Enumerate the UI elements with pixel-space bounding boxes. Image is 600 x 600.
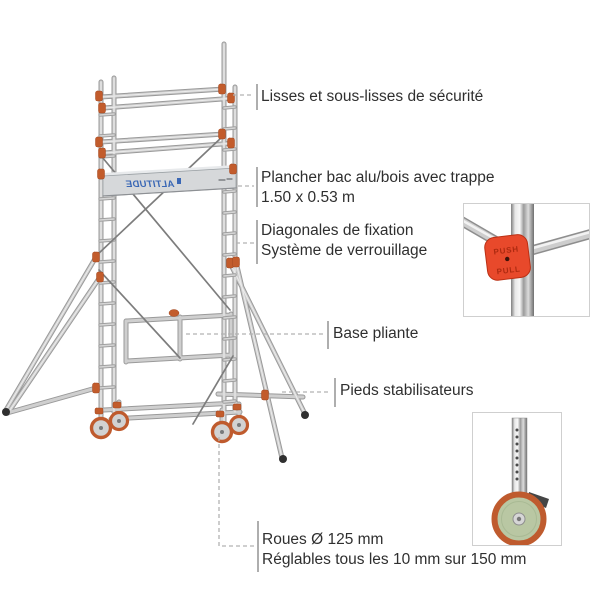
- callout-plancher: Plancher bac alu/bois avec trappe 1.50 x…: [261, 168, 495, 208]
- leader-lines: [186, 94, 330, 547]
- callout-roues: Roues Ø 125 mm Réglables tous les 10 mm …: [262, 530, 526, 570]
- scaffold-illustration: ALTITUDE: [2, 41, 309, 463]
- wheel-detail-inset: [472, 412, 562, 546]
- clamp-set: [92, 83, 269, 418]
- adjustable-leg: [511, 417, 528, 497]
- push-label: PUSH: [493, 245, 519, 257]
- callout-base-pliante-text: Base pliante: [333, 325, 419, 342]
- platform-vent-slots: [218, 178, 233, 181]
- callout-diagonales-line2: Système de verrouillage: [261, 242, 428, 259]
- pull-label: PULL: [496, 264, 521, 276]
- callout-roues-line1: Roues Ø 125 mm: [262, 531, 384, 548]
- platform-logo: ALTITUDE: [125, 179, 175, 190]
- push-pull-clip: PUSH PULL: [484, 234, 531, 281]
- logo-mark: [177, 178, 181, 184]
- callout-pieds-stabilisateurs: Pieds stabilisateurs: [340, 381, 474, 401]
- callout-lisses: Lisses et sous-lisses de sécurité: [261, 87, 483, 107]
- callout-diagonales: Diagonales de fixation Système de verrou…: [261, 221, 427, 261]
- diagonal-braces: [96, 136, 234, 425]
- lock-detail-inset: PUSH PULL: [463, 203, 590, 317]
- platform: ALTITUDE: [102, 165, 237, 197]
- callout-plancher-line1: Plancher bac alu/bois avec trappe: [261, 169, 495, 186]
- callout-roues-line2: Réglables tous les 10 mm sur 150 mm: [262, 551, 527, 568]
- caster-wheels: [89, 410, 250, 444]
- callout-base-pliante: Base pliante: [333, 324, 418, 344]
- base-latch-clip: [168, 309, 180, 317]
- adjustment-holes: [515, 428, 519, 481]
- callout-diagonales-line1: Diagonales de fixation: [261, 222, 414, 239]
- callout-lisses-text: Lisses et sous-lisses de sécurité: [261, 88, 484, 105]
- stabilizer-feet: [2, 408, 309, 463]
- leader-roues: [218, 437, 254, 547]
- callout-pieds-text: Pieds stabilisateurs: [340, 382, 474, 399]
- callout-plancher-line2: 1.50 x 0.53 m: [261, 189, 355, 206]
- callout-ticks: [256, 84, 336, 572]
